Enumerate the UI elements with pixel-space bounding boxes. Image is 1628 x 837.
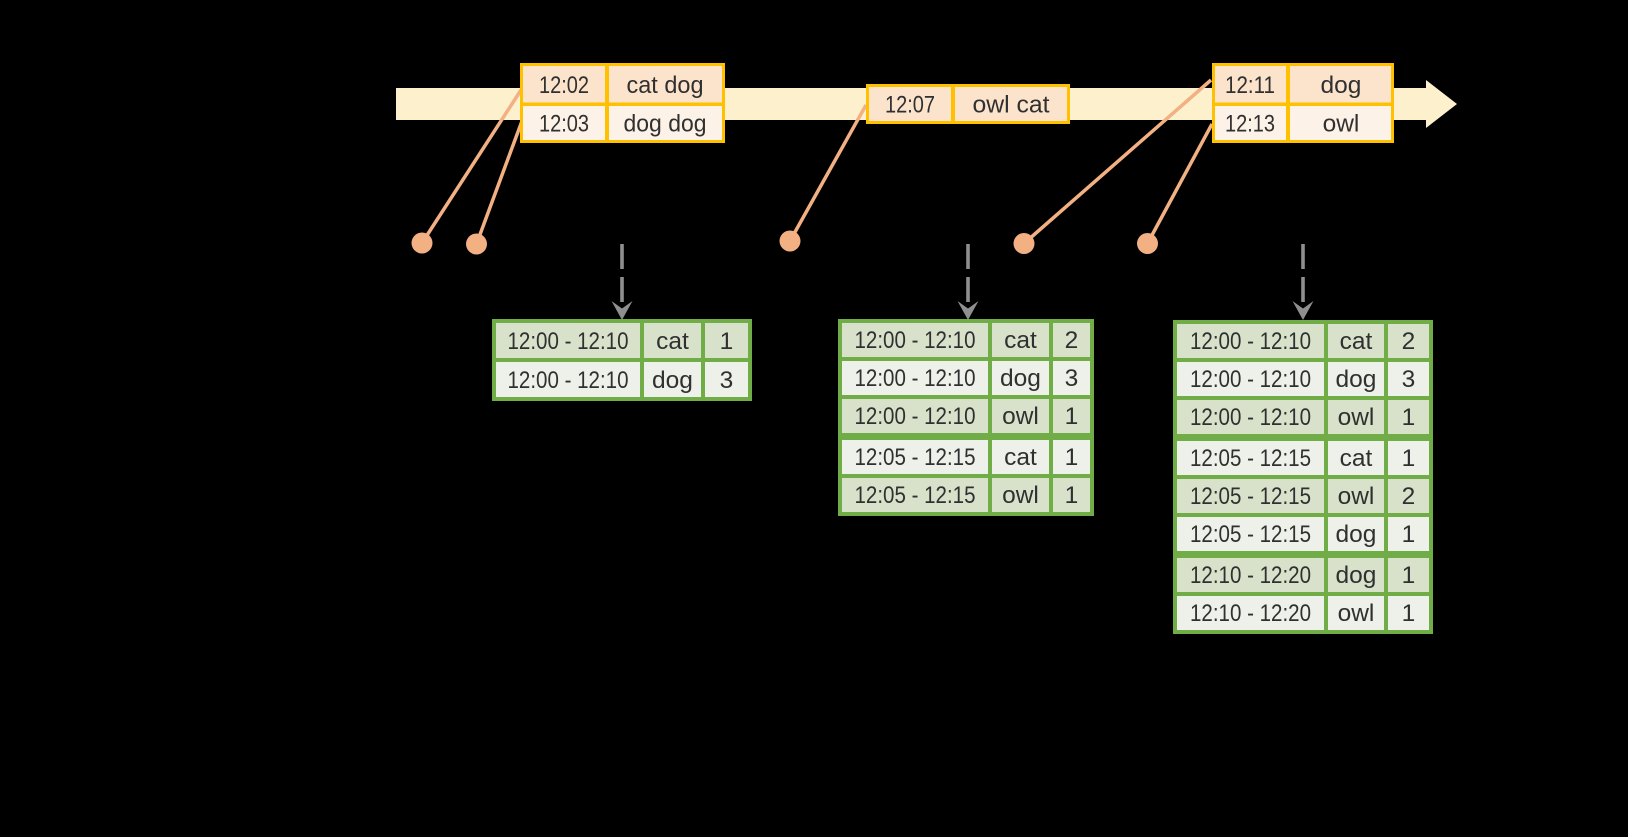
svg-text:1: 1	[1065, 444, 1079, 471]
svg-text:1: 1	[1065, 403, 1079, 430]
svg-text:dog: dog	[1336, 521, 1377, 548]
svg-text:owl: owl	[1338, 483, 1375, 510]
svg-text:dog: dog	[1336, 562, 1377, 589]
svg-text:dog: dog	[1336, 366, 1377, 393]
svg-text:1: 1	[1402, 445, 1416, 472]
svg-text:12:05 - 12:15: 12:05 - 12:15	[1190, 445, 1311, 472]
svg-text:1: 1	[1402, 562, 1416, 589]
svg-text:1: 1	[720, 328, 734, 355]
svg-text:dog: dog	[1321, 72, 1362, 99]
svg-text:1: 1	[1402, 521, 1416, 548]
svg-text:cat dog: cat dog	[627, 72, 704, 99]
svg-text:12:05 - 12:15: 12:05 - 12:15	[1190, 521, 1311, 548]
svg-text:12:07: 12:07	[885, 92, 935, 119]
svg-text:12:00 - 12:10: 12:00 - 12:10	[1190, 328, 1311, 355]
svg-text:cat: cat	[1004, 327, 1037, 354]
svg-text:12:10 - 12:20: 12:10 - 12:20	[1190, 600, 1311, 627]
svg-text:12:05 - 12:15: 12:05 - 12:15	[855, 444, 976, 471]
svg-text:dog: dog	[652, 367, 693, 394]
svg-text:owl cat: owl cat	[973, 92, 1050, 119]
svg-text:2: 2	[1402, 328, 1416, 355]
svg-text:12:00 - 12:10: 12:00 - 12:10	[1190, 366, 1311, 393]
svg-text:3: 3	[1402, 366, 1416, 393]
svg-text:cat: cat	[656, 328, 689, 355]
svg-text:12:00 - 12:10: 12:00 - 12:10	[855, 403, 976, 430]
svg-text:12:02: 12:02	[539, 72, 589, 99]
svg-text:12:00 - 12:10: 12:00 - 12:10	[1190, 404, 1311, 431]
svg-text:3: 3	[720, 367, 734, 394]
svg-text:cat: cat	[1340, 445, 1373, 472]
svg-text:12:00 - 12:10: 12:00 - 12:10	[508, 367, 629, 394]
svg-text:2: 2	[1065, 327, 1079, 354]
svg-text:1: 1	[1402, 600, 1416, 627]
svg-text:12:10 - 12:20: 12:10 - 12:20	[1190, 562, 1311, 589]
svg-text:cat: cat	[1340, 328, 1373, 355]
svg-text:12:05 - 12:15: 12:05 - 12:15	[1190, 483, 1311, 510]
svg-text:dog dog: dog dog	[624, 111, 707, 138]
svg-text:owl: owl	[1002, 482, 1039, 509]
svg-text:owl: owl	[1002, 403, 1039, 430]
svg-text:3: 3	[1065, 365, 1079, 392]
svg-text:12:00 - 12:10: 12:00 - 12:10	[855, 365, 976, 392]
svg-text:owl: owl	[1338, 600, 1375, 627]
svg-text:12:03: 12:03	[539, 111, 589, 138]
svg-text:owl: owl	[1338, 404, 1375, 431]
svg-text:12:00 - 12:10: 12:00 - 12:10	[855, 327, 976, 354]
svg-text:cat: cat	[1004, 444, 1037, 471]
svg-text:12:11: 12:11	[1225, 72, 1275, 99]
svg-text:dog: dog	[1000, 365, 1041, 392]
svg-text:owl: owl	[1323, 111, 1360, 138]
svg-text:12:00 - 12:10: 12:00 - 12:10	[508, 328, 629, 355]
svg-text:1: 1	[1402, 404, 1416, 431]
svg-text:12:13: 12:13	[1225, 111, 1275, 138]
svg-text:2: 2	[1402, 483, 1416, 510]
svg-text:1: 1	[1065, 482, 1079, 509]
svg-text:12:05 - 12:15: 12:05 - 12:15	[855, 482, 976, 509]
